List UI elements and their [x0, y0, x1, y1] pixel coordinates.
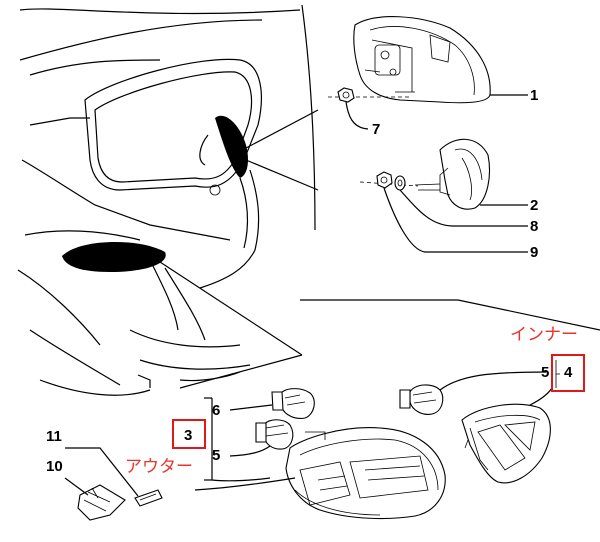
callout-2: 2 [530, 197, 538, 214]
inner-annotation: インナー [510, 325, 578, 345]
outer-lamp-part-3 [285, 427, 446, 520]
washer-nut-parts-8-9 [359, 171, 419, 191]
side-lamp-part-2 [414, 138, 491, 210]
outer-annotation: アウター [125, 457, 193, 477]
bulb-part-5-outer [255, 419, 294, 450]
callout-5-outer: 5 [212, 447, 220, 464]
callout-10: 10 [46, 458, 63, 475]
bulb-part-5-inner [399, 384, 444, 415]
callout-3: 3 [184, 427, 192, 444]
highlight-box-4 [551, 354, 585, 392]
callout-5-inner: 5 [541, 364, 549, 381]
terminal-part-11 [134, 489, 163, 507]
upper-lamp-silhouette [215, 115, 248, 178]
highlight-box-3 [172, 419, 206, 449]
upper-lamp-unit-part-1 [353, 16, 491, 104]
callout-7: 7 [372, 121, 380, 138]
callout-9: 9 [530, 244, 538, 261]
inner-lamp-part-4 [461, 403, 551, 484]
callout-6: 6 [212, 402, 220, 419]
nut-part-7 [328, 87, 412, 103]
callout-1: 1 [530, 87, 538, 104]
connector-part-10 [77, 484, 126, 521]
car-body-illustration [17, 4, 600, 396]
bulb-part-6 [271, 388, 315, 419]
lower-lamp-silhouette [62, 241, 166, 272]
leader-lines [159, 109, 319, 389]
callout-4: 4 [564, 364, 573, 381]
callout-8: 8 [530, 218, 538, 235]
callout-11: 11 [46, 428, 62, 445]
